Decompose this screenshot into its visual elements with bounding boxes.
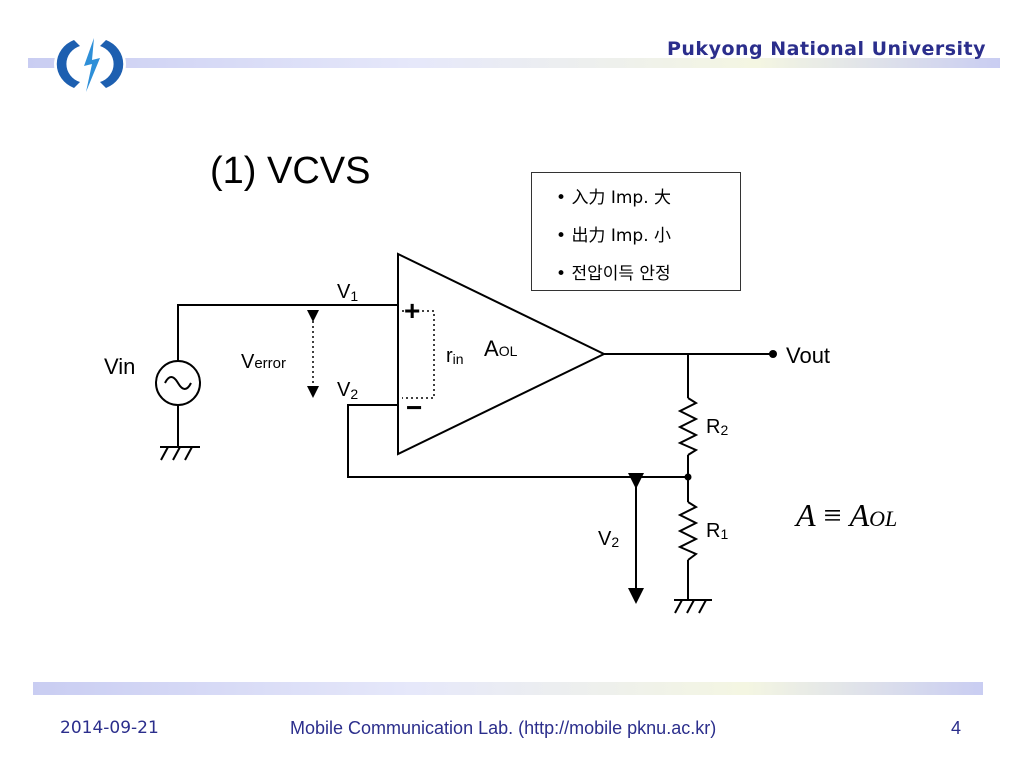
node-feedback xyxy=(684,473,692,481)
label-v2-input: V2 xyxy=(337,379,358,402)
label-plus: + xyxy=(404,295,420,326)
label-v2-output: V2 xyxy=(598,528,619,550)
gain-equation: A ≡ AOL xyxy=(794,497,897,533)
op-amp-triangle xyxy=(397,252,607,456)
resistor-r2 xyxy=(677,397,699,456)
footer-lab: Mobile Communication Lab. (http://mobile… xyxy=(290,718,717,738)
header-bar xyxy=(28,58,1000,68)
wire-feedback xyxy=(347,404,688,478)
label-vout: Vout xyxy=(786,343,830,368)
wires xyxy=(177,304,775,600)
footer-date: 2014-09-21 xyxy=(60,718,159,738)
label-r1: R1 xyxy=(706,520,728,542)
properties-box: 入力 Imp. 大 出力 Imp. 小 전압이득 안정 xyxy=(531,172,741,291)
wire-input xyxy=(177,304,398,361)
label-rin: rin xyxy=(446,345,464,367)
university-logo xyxy=(54,36,126,92)
rin-dotted-path xyxy=(402,310,435,399)
bullet-input-impedance: 入力 Imp. 大 xyxy=(556,179,740,217)
ground-icon-r1 xyxy=(674,599,712,614)
label-r2: R2 xyxy=(706,416,728,438)
slide-title: (1) VCVS xyxy=(210,150,371,192)
label-verror: Verror xyxy=(241,351,286,373)
label-aol: AOL xyxy=(484,336,518,361)
label-v1: V1 xyxy=(337,281,358,304)
bullet-output-impedance: 出力 Imp. 小 xyxy=(556,217,740,255)
ac-source-icon xyxy=(155,360,201,406)
university-name: Pukyong National University xyxy=(666,38,986,60)
bullet-gain-stability: 전압이득 안정 xyxy=(556,255,740,293)
label-vin: Vin xyxy=(104,354,135,379)
label-minus: − xyxy=(406,392,422,423)
node-output-terminal xyxy=(769,350,777,358)
ground-icon-source xyxy=(160,446,200,461)
footer-bar xyxy=(33,682,983,695)
page-number: 4 xyxy=(951,718,962,738)
resistor-r1 xyxy=(677,501,699,561)
